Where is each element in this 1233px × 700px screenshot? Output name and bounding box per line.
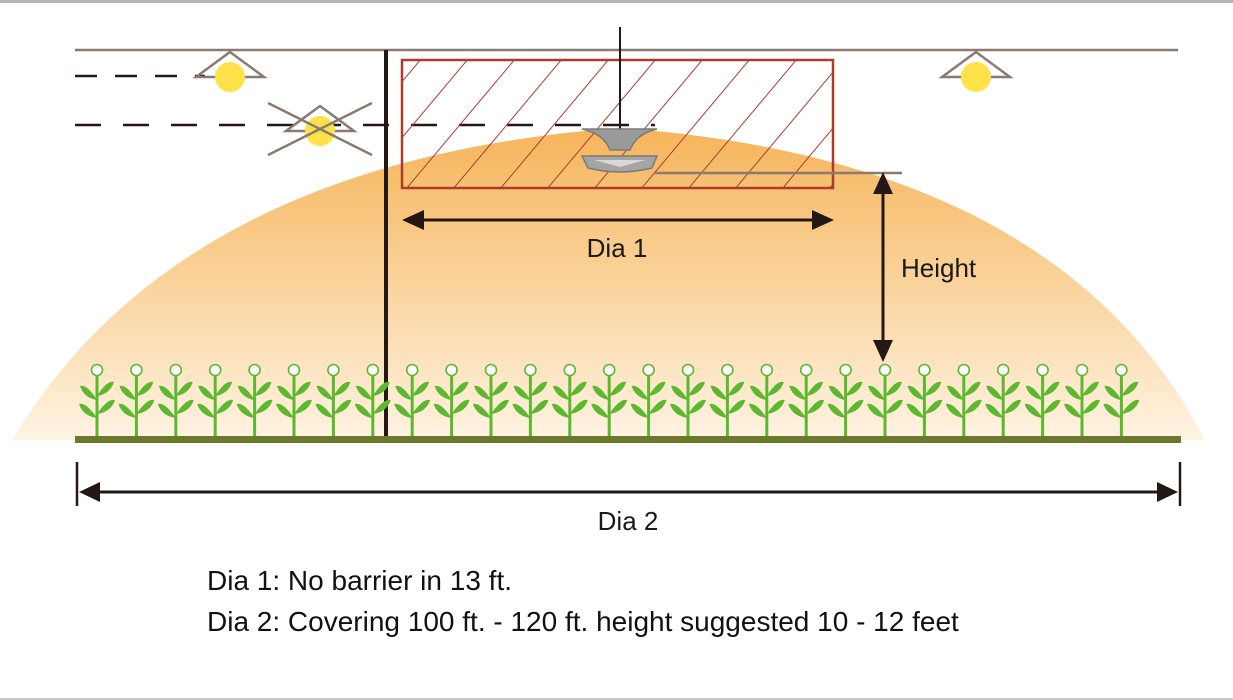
height-dimension-arrow — [873, 172, 893, 362]
dia1-dimension-arrow — [402, 210, 834, 230]
ceiling-fan-icon — [580, 128, 659, 173]
height-label: Height — [901, 253, 977, 283]
seedling-icon — [236, 363, 273, 436]
seedling-icon — [394, 363, 431, 436]
seedling-icon — [985, 363, 1022, 436]
diagram-canvas: Dia 1 Height Dia 2 — [12, 27, 1205, 536]
dia2-dimension-arrow — [75, 462, 1182, 506]
seedling-icon — [1024, 363, 1061, 436]
seedling-icon — [354, 363, 391, 436]
top-border — [0, 0, 1233, 3]
plant-row — [79, 363, 1140, 436]
seedling-icon — [709, 363, 746, 436]
seedling-icon — [276, 363, 312, 436]
bottom-border — [0, 698, 1233, 700]
seedling-icon — [670, 363, 706, 436]
seedling-icon — [630, 363, 667, 436]
coverage-area — [12, 128, 1205, 440]
seedling-icon — [79, 363, 115, 436]
crossed-out-lamp-icon — [267, 101, 373, 157]
dia1-label: Dia 1 — [587, 233, 648, 263]
seedling-icon — [748, 363, 785, 436]
seedling-icon — [315, 363, 352, 436]
seedling-icon — [906, 363, 943, 436]
seedling-icon — [551, 363, 588, 436]
note-dia2: Dia 2: Covering 100 ft. - 120 ft. height… — [207, 606, 959, 637]
ground — [75, 436, 1181, 443]
seedling-icon — [867, 363, 903, 436]
seedling-icon — [591, 363, 628, 436]
dia2-label: Dia 2 — [598, 506, 659, 536]
seedling-icon — [788, 363, 825, 436]
ceiling-lamp-icon — [938, 50, 1014, 92]
note-dia1: Dia 1: No barrier in 13 ft. — [207, 565, 513, 596]
seedling-icon — [118, 363, 155, 436]
seedling-icon — [1064, 363, 1100, 436]
seedling-icon — [1103, 363, 1140, 436]
seedling-icon — [827, 363, 864, 436]
ceiling-lamp-icon — [192, 50, 268, 92]
seedling-icon — [157, 363, 194, 436]
seedling-icon — [945, 363, 982, 436]
seedling-icon — [197, 363, 234, 436]
seedling-icon — [512, 363, 549, 436]
seedling-icon — [433, 363, 470, 436]
seedling-icon — [473, 363, 509, 436]
